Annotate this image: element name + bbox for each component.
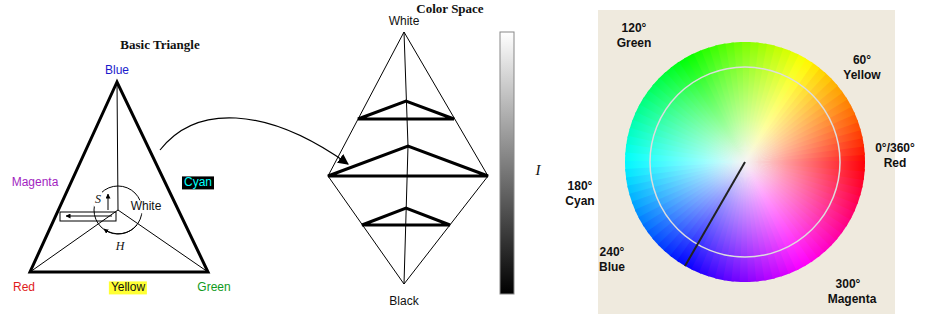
saturation-box bbox=[60, 212, 116, 221]
color-wheel bbox=[625, 42, 865, 282]
edge-color-label: Cyan bbox=[182, 176, 214, 189]
curved-arrow bbox=[160, 118, 348, 164]
intensity-bar bbox=[500, 32, 514, 294]
apex-label: Black bbox=[389, 295, 418, 308]
cone-edge bbox=[404, 32, 408, 146]
hue-angle: 300° bbox=[836, 277, 861, 291]
hue-arc bbox=[104, 225, 137, 234]
axis-line bbox=[118, 210, 208, 272]
apex-label: White bbox=[389, 15, 420, 28]
edge-color-label: Yellow bbox=[109, 281, 147, 294]
saturation-tick bbox=[108, 194, 109, 210]
hue-symbol: H bbox=[115, 239, 126, 254]
saturation-arrow bbox=[66, 216, 112, 217]
hue-name: Red bbox=[884, 156, 907, 170]
panel-title: Basic Triangle bbox=[120, 37, 199, 53]
hue-name: Yellow bbox=[843, 68, 880, 82]
vertex-label: Blue bbox=[105, 64, 129, 77]
hue-name: Blue bbox=[599, 260, 625, 274]
hue-angle: 60° bbox=[853, 53, 871, 67]
edge-color-label: Magenta bbox=[12, 176, 59, 189]
hue-angle: 120° bbox=[622, 21, 647, 35]
cone-edge bbox=[328, 176, 404, 284]
cone-edge bbox=[404, 176, 488, 284]
saturation-overlay bbox=[625, 42, 865, 282]
center-label: White bbox=[130, 200, 163, 213]
hue-pointer bbox=[685, 162, 745, 266]
hue-name: Cyan bbox=[565, 194, 594, 208]
color-space-cone bbox=[328, 32, 514, 294]
hue-name: Magenta bbox=[828, 292, 877, 306]
hue-name: Green bbox=[617, 36, 652, 50]
vertex-label: Red bbox=[13, 281, 35, 294]
cone-edge bbox=[328, 32, 404, 176]
vertex-label: Green bbox=[197, 281, 230, 294]
hue-angle: 240° bbox=[600, 245, 625, 259]
wheel-background bbox=[598, 10, 895, 314]
axis-line bbox=[117, 82, 118, 210]
cone-edge bbox=[404, 146, 408, 284]
intensity-triangle bbox=[328, 146, 488, 176]
intensity-symbol: I bbox=[536, 162, 541, 179]
intensity-triangle bbox=[358, 101, 454, 119]
intensity-triangle bbox=[362, 208, 450, 225]
hue-angle: 180° bbox=[568, 179, 593, 193]
axis-line bbox=[30, 210, 118, 272]
saturation-symbol: S bbox=[94, 192, 102, 207]
hue-angle: 0°/360° bbox=[875, 141, 915, 155]
panel-title: Color Space bbox=[416, 1, 483, 17]
